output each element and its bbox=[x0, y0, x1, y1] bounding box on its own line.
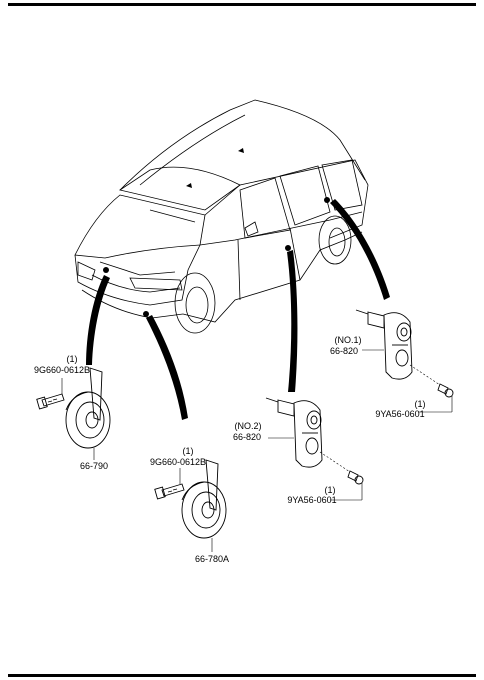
horn-mid-qty: (1) bbox=[183, 446, 194, 456]
door-switch-no1 bbox=[355, 309, 454, 413]
horn-mid-assembly bbox=[154, 459, 227, 552]
horn-left-qty: (1) bbox=[67, 354, 78, 364]
vehicle-illustration bbox=[74, 99, 369, 334]
leader-arrows bbox=[86, 199, 390, 420]
switch1-no-label: (NO.1) bbox=[335, 335, 362, 345]
horn-mid-part-label: 66-780A bbox=[195, 554, 229, 564]
switch2-part-label: 66-820 bbox=[233, 432, 261, 442]
top-border bbox=[8, 3, 476, 6]
switch2-qty: (1) bbox=[325, 485, 336, 495]
switch1-part-label: 66-820 bbox=[330, 346, 358, 356]
location-markers bbox=[103, 148, 330, 317]
switch1-qty: (1) bbox=[415, 399, 426, 409]
switch2-screw-label: 9YA56-0601 bbox=[287, 495, 336, 505]
bottom-border bbox=[8, 674, 476, 677]
horn-left-bolt-label: 9G660-0612B bbox=[34, 365, 90, 375]
horn-left-assembly bbox=[36, 367, 111, 460]
switch2-no-label: (NO.2) bbox=[235, 421, 262, 431]
horn-mid-bolt-label: 9G660-0612B bbox=[150, 457, 206, 467]
switch1-screw-label: 9YA56-0601 bbox=[375, 409, 424, 419]
door-switch-no2 bbox=[265, 397, 364, 501]
horn-left-part-label: 66-790 bbox=[80, 461, 108, 471]
